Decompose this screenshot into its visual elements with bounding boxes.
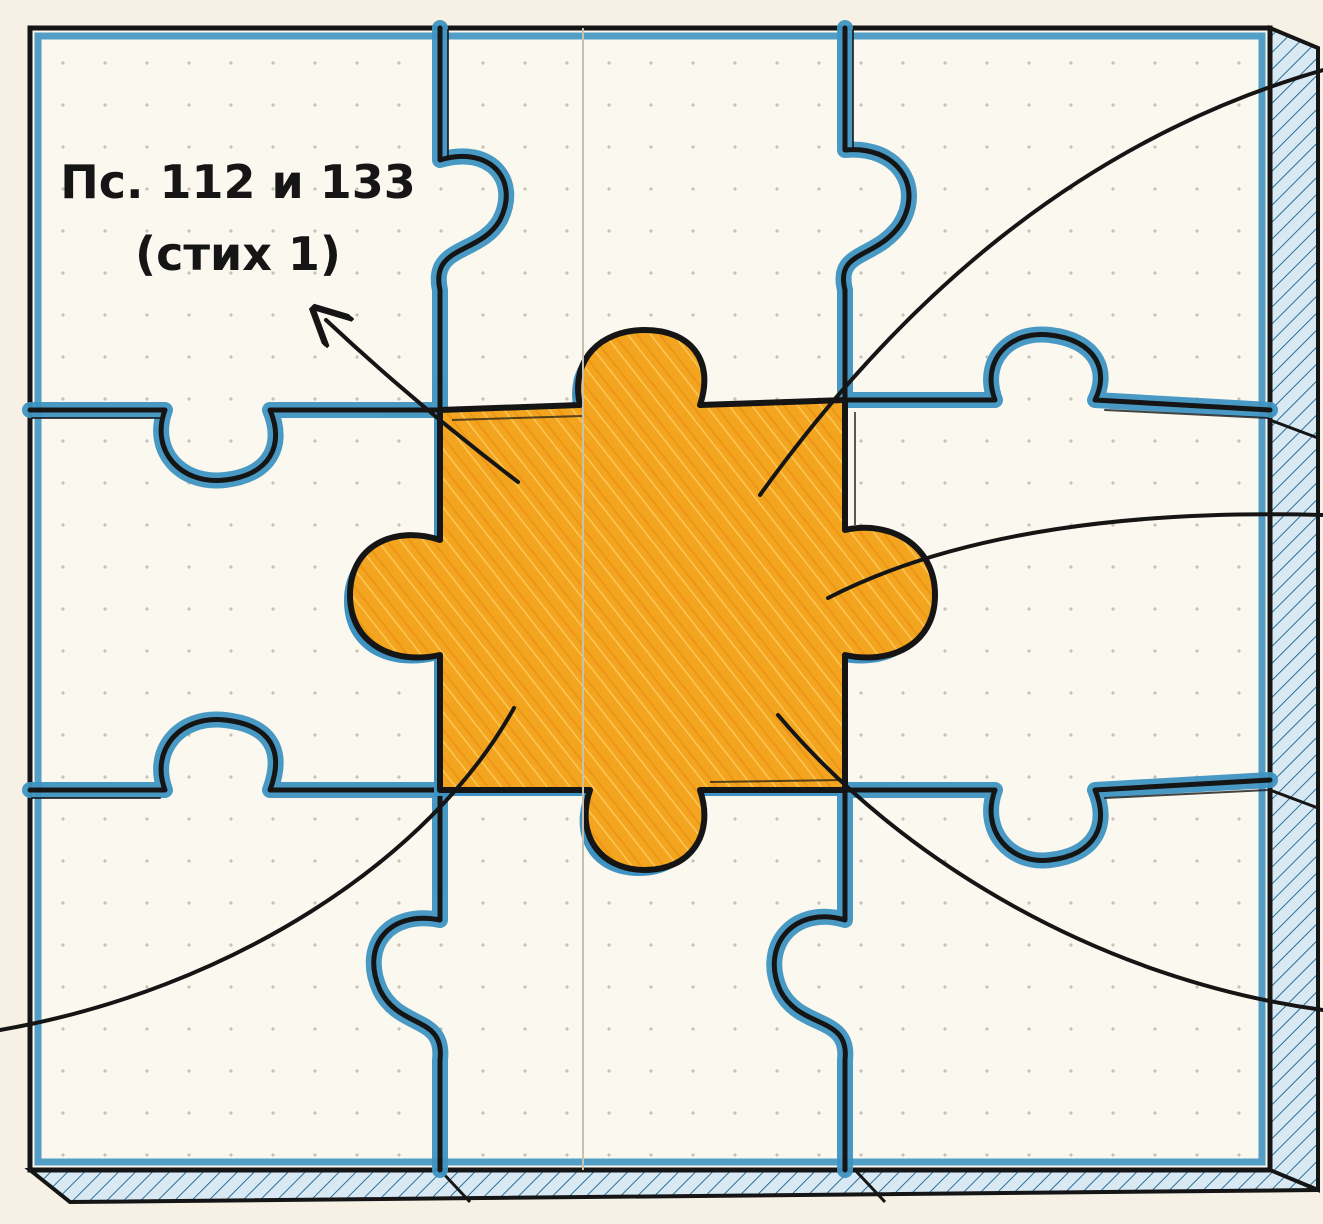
piece-top-left — [30, 28, 440, 410]
annotation-line-1: Пс. 112 и 133 — [60, 155, 416, 209]
board-right-side — [1270, 28, 1318, 1190]
piece-bottom-right — [845, 790, 1270, 1170]
annotation-line-2: (стих 1) — [135, 227, 341, 281]
